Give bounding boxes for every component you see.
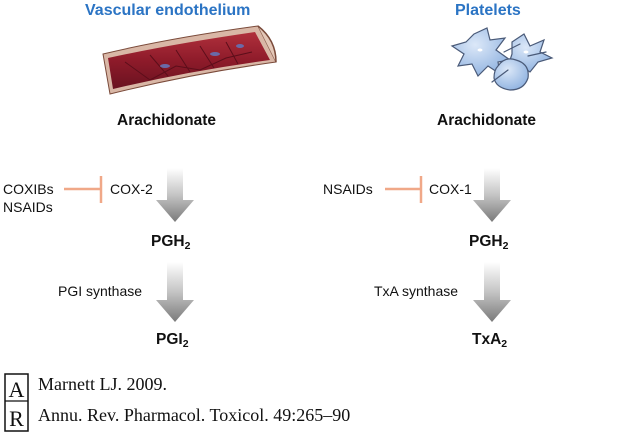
- arrow-left-cox: [156, 168, 194, 222]
- right-product: TxA2: [472, 331, 508, 350]
- arrow-left-synthase: [156, 262, 194, 322]
- left-enzyme-cox2: COX-2: [110, 181, 153, 197]
- heading-vascular-endothelium: Vascular endothelium: [85, 2, 251, 19]
- logo-letter-a: A: [9, 377, 25, 402]
- left-enzyme-synthase: PGI synthase: [58, 283, 143, 299]
- citation-line-1: Marnett LJ. 2009.: [38, 374, 167, 394]
- citation-line-2: Annu. Rev. Pharmacol. Toxicol. 49:265–90: [38, 405, 351, 425]
- left-substrate: Arachidonate: [117, 112, 217, 129]
- logo-letter-r: R: [9, 406, 24, 431]
- arrow-right-synthase: [473, 262, 511, 322]
- right-enzyme-synthase: TxA synthase: [374, 283, 459, 299]
- right-intermediate: PGH2: [469, 233, 509, 252]
- left-inhibitor-1: COXIBs: [3, 181, 54, 197]
- left-product: PGI2: [156, 331, 189, 350]
- left-inhibitor-2: NSAIDs: [3, 199, 53, 215]
- inhibition-bar-right: [385, 176, 423, 203]
- arrow-right-cox: [473, 168, 511, 222]
- right-substrate: Arachidonate: [437, 112, 537, 129]
- annual-reviews-logo: A R: [4, 373, 29, 432]
- vessel-illustration: [102, 25, 277, 95]
- right-inhibitor-1: NSAIDs: [323, 181, 373, 197]
- right-enzyme-cox1: COX-1: [429, 181, 472, 197]
- left-intermediate: PGH2: [151, 233, 191, 252]
- heading-platelets: Platelets: [455, 2, 521, 19]
- platelets-illustration: [450, 27, 554, 91]
- inhibition-bar-left: [64, 176, 103, 203]
